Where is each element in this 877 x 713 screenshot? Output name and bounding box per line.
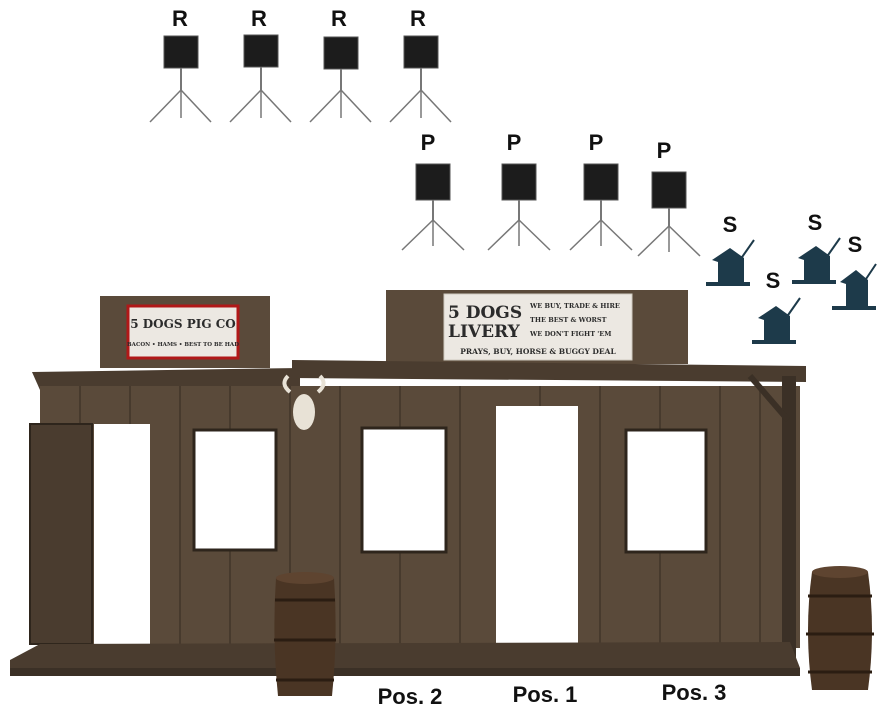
target-plate <box>501 163 537 201</box>
rifle-target: R <box>389 6 452 123</box>
rifle-target-label: R <box>331 6 347 31</box>
window-left <box>192 428 278 552</box>
pistol-target-label: P <box>507 130 522 155</box>
target-plate <box>403 35 439 69</box>
target-plate <box>323 36 359 70</box>
target-plate <box>163 35 199 69</box>
position-label-2: Pos. 2 <box>378 684 443 709</box>
pistol-target: P <box>401 130 465 251</box>
position-label-1: Pos. 1 <box>513 682 578 707</box>
shotgun-target-group: S S S S S <box>706 210 877 344</box>
right-sign-title-line1: 5 DOGS <box>448 303 522 323</box>
shotgun-target-label: S <box>723 212 738 237</box>
barrel-right <box>806 566 874 690</box>
left-door-panel <box>29 423 93 645</box>
right-sign: 5 DOGS LIVERY WE BUY, TRADE & HIRE THE B… <box>443 293 633 361</box>
right-sign-side-line: WE BUY, TRADE & HIRE <box>529 302 620 310</box>
shotgun-target: S <box>752 268 801 344</box>
pistol-target-label: P <box>589 130 604 155</box>
steer-skull-icon <box>282 374 326 430</box>
pistol-target-label: P <box>421 130 436 155</box>
rifle-target-label: R <box>410 6 426 31</box>
shotgun-target-label: S <box>766 268 781 293</box>
shotgun-target: S <box>832 232 877 310</box>
window-right <box>624 428 708 554</box>
boardwalk <box>10 642 800 672</box>
right-sign-title-line2: LIVERY <box>448 322 521 342</box>
pistol-target-label: P <box>657 138 672 163</box>
center-doorway <box>496 406 578 646</box>
left-sign-subtitle: BACON • HAMS • BEST TO BE HAD <box>127 342 239 348</box>
shotgun-target: S <box>792 210 841 284</box>
pistol-target: P <box>637 138 701 257</box>
rifle-target: R <box>309 6 372 123</box>
pistol-target: P <box>487 130 551 251</box>
shotgun-target: S <box>706 212 755 286</box>
rifle-target: R <box>149 6 212 123</box>
barrel-left <box>274 572 336 696</box>
target-plate <box>651 171 687 209</box>
pistol-target-group: P P P P <box>401 130 701 257</box>
left-sign: 5 DOGS PIG CO BACON • HAMS • BEST TO BE … <box>126 304 240 360</box>
rifle-target: R <box>229 6 292 123</box>
shotgun-target-label: S <box>848 232 863 257</box>
shotgun-target-label: S <box>808 210 823 235</box>
target-plate <box>243 34 279 68</box>
shotgun-target: S <box>841 232 856 257</box>
target-plate <box>415 163 451 201</box>
target-plate <box>583 163 619 201</box>
window-center <box>360 426 448 554</box>
pistol-target: P <box>569 130 633 251</box>
rifle-target-label: R <box>251 6 267 31</box>
left-sign-title: 5 DOGS PIG CO <box>130 317 236 331</box>
stage-building <box>10 290 806 676</box>
rifle-target-group: R R R R <box>149 6 452 123</box>
position-label-3: Pos. 3 <box>662 680 727 705</box>
right-sign-bottom: PRAYS, BUY, HORSE & BUGGY DEAL <box>460 347 616 356</box>
rifle-target-label: R <box>172 6 188 31</box>
right-sign-side-line: WE DON'T FIGHT 'EM <box>529 330 611 338</box>
right-sign-side-line: THE BEST & WORST <box>530 316 607 324</box>
left-doorway <box>94 424 150 644</box>
awning <box>292 360 806 382</box>
